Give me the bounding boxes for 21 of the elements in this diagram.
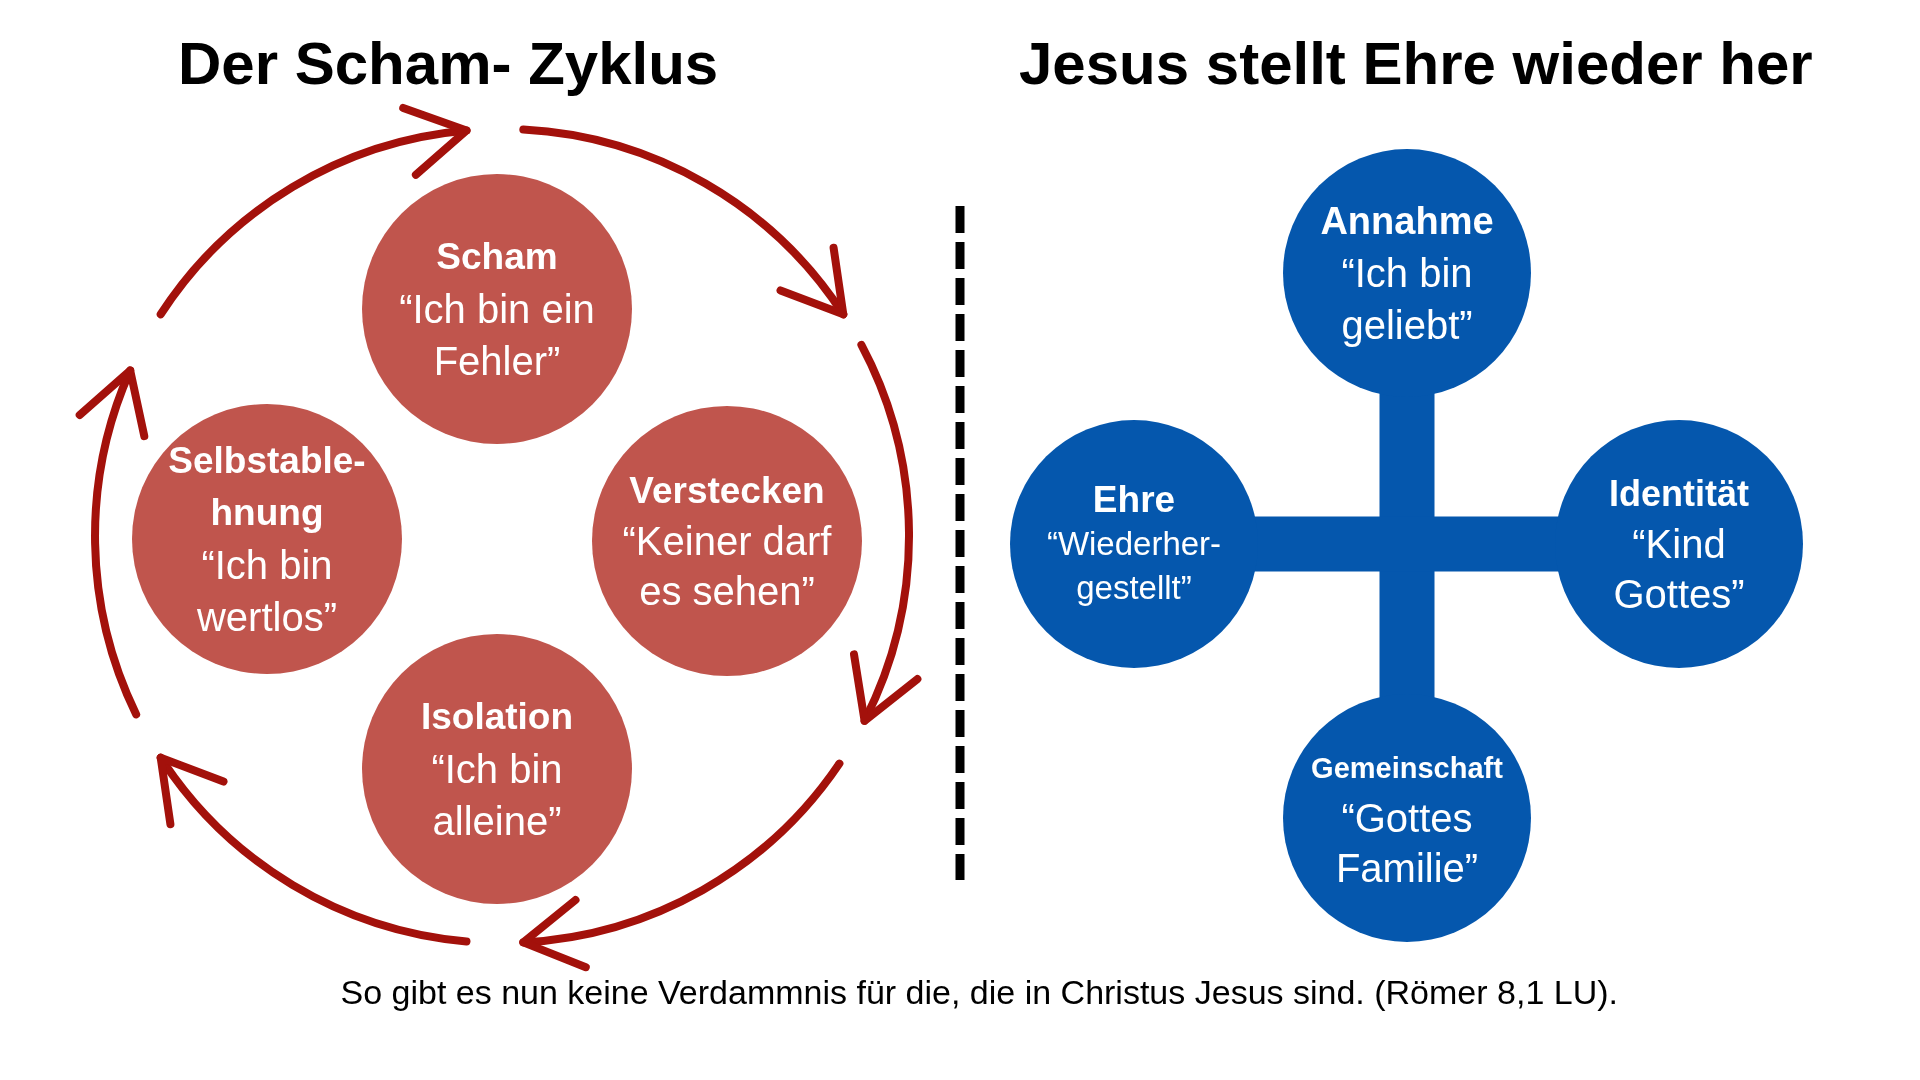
circle-heading: Gemeinschaft: [1310, 751, 1504, 786]
circle-heading: Identität: [1608, 472, 1750, 516]
circle-heading: Isolation: [419, 695, 575, 739]
panel-title: Jesus stellt Ehre wieder her: [1019, 28, 1813, 98]
circle-quote: “Gottes Familie”: [1334, 795, 1480, 892]
circle-quote: “Ich bin geliebt”: [1340, 250, 1474, 349]
panel-title: Der Scham- Zyklus: [178, 28, 719, 98]
circle-heading: Ehre: [1091, 478, 1177, 522]
connector-bar: [1254, 516, 1559, 572]
circle-heading: Selbstable- hnung: [167, 439, 367, 535]
circle-quote: “Ich bin alleine”: [430, 746, 564, 845]
circle-quote: “Kind Gottes”: [1612, 521, 1746, 618]
circle-quote: “Ich bin ein Fehler”: [398, 286, 596, 385]
circle-quote: “Keiner darf es sehen”: [621, 518, 833, 615]
circle-heading: Annahme: [1319, 199, 1495, 244]
circle-heading: Verstecken: [628, 469, 826, 513]
circle-quote: “Ich bin wertlos”: [196, 542, 338, 641]
caption: So gibt es nun keine Verdammnis für die, die in Christus Jesus sind. (Römer 8,1 LU).: [340, 972, 1618, 1012]
connector-bar: [1379, 393, 1435, 698]
circle-quote: “Wiederher- gestellt”: [1045, 524, 1223, 608]
circle-heading: Scham: [435, 235, 559, 279]
